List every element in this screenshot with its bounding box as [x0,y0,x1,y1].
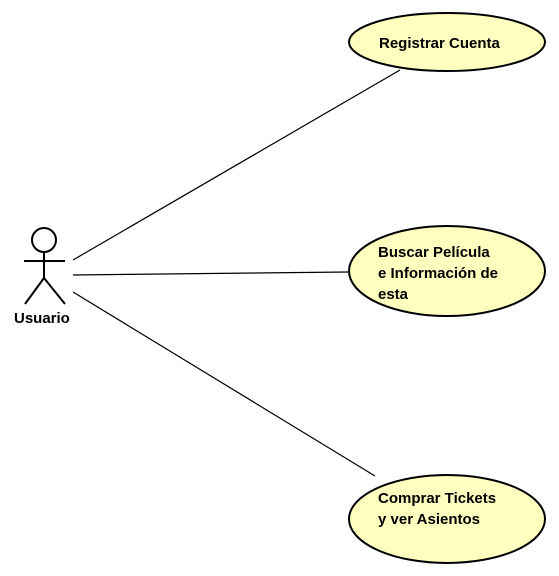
association-buscar [72,271,349,276]
use-case-label-line: e Información de [378,265,498,282]
use-case-label-line: Registrar Cuenta [379,35,501,52]
use-case-label-line: Buscar Película [378,244,490,261]
actor-left-leg [24,277,45,305]
actor-right-leg [43,277,66,305]
use-case-label-line: esta [378,286,409,303]
actor-label: Usuario [14,310,70,327]
use-case-ellipse [348,12,546,72]
use-case-buscar-pelicula[interactable]: Buscar Película e Información de esta [348,225,546,317]
use-case-ellipse [348,225,546,317]
association-registrar [72,69,401,261]
actor-usuario[interactable]: Usuario [14,227,70,327]
use-case-ellipse [348,474,546,564]
use-case-comprar-tickets[interactable]: Comprar Tickets y ver Asientos [348,474,546,564]
use-case-label-line: y ver Asientos [378,511,480,528]
associations [72,69,401,477]
actor-head [31,227,57,253]
association-comprar [72,291,376,477]
use-case-label-line: Comprar Tickets [378,490,496,507]
use-case-registrar-cuenta[interactable]: Registrar Cuenta [348,12,546,72]
